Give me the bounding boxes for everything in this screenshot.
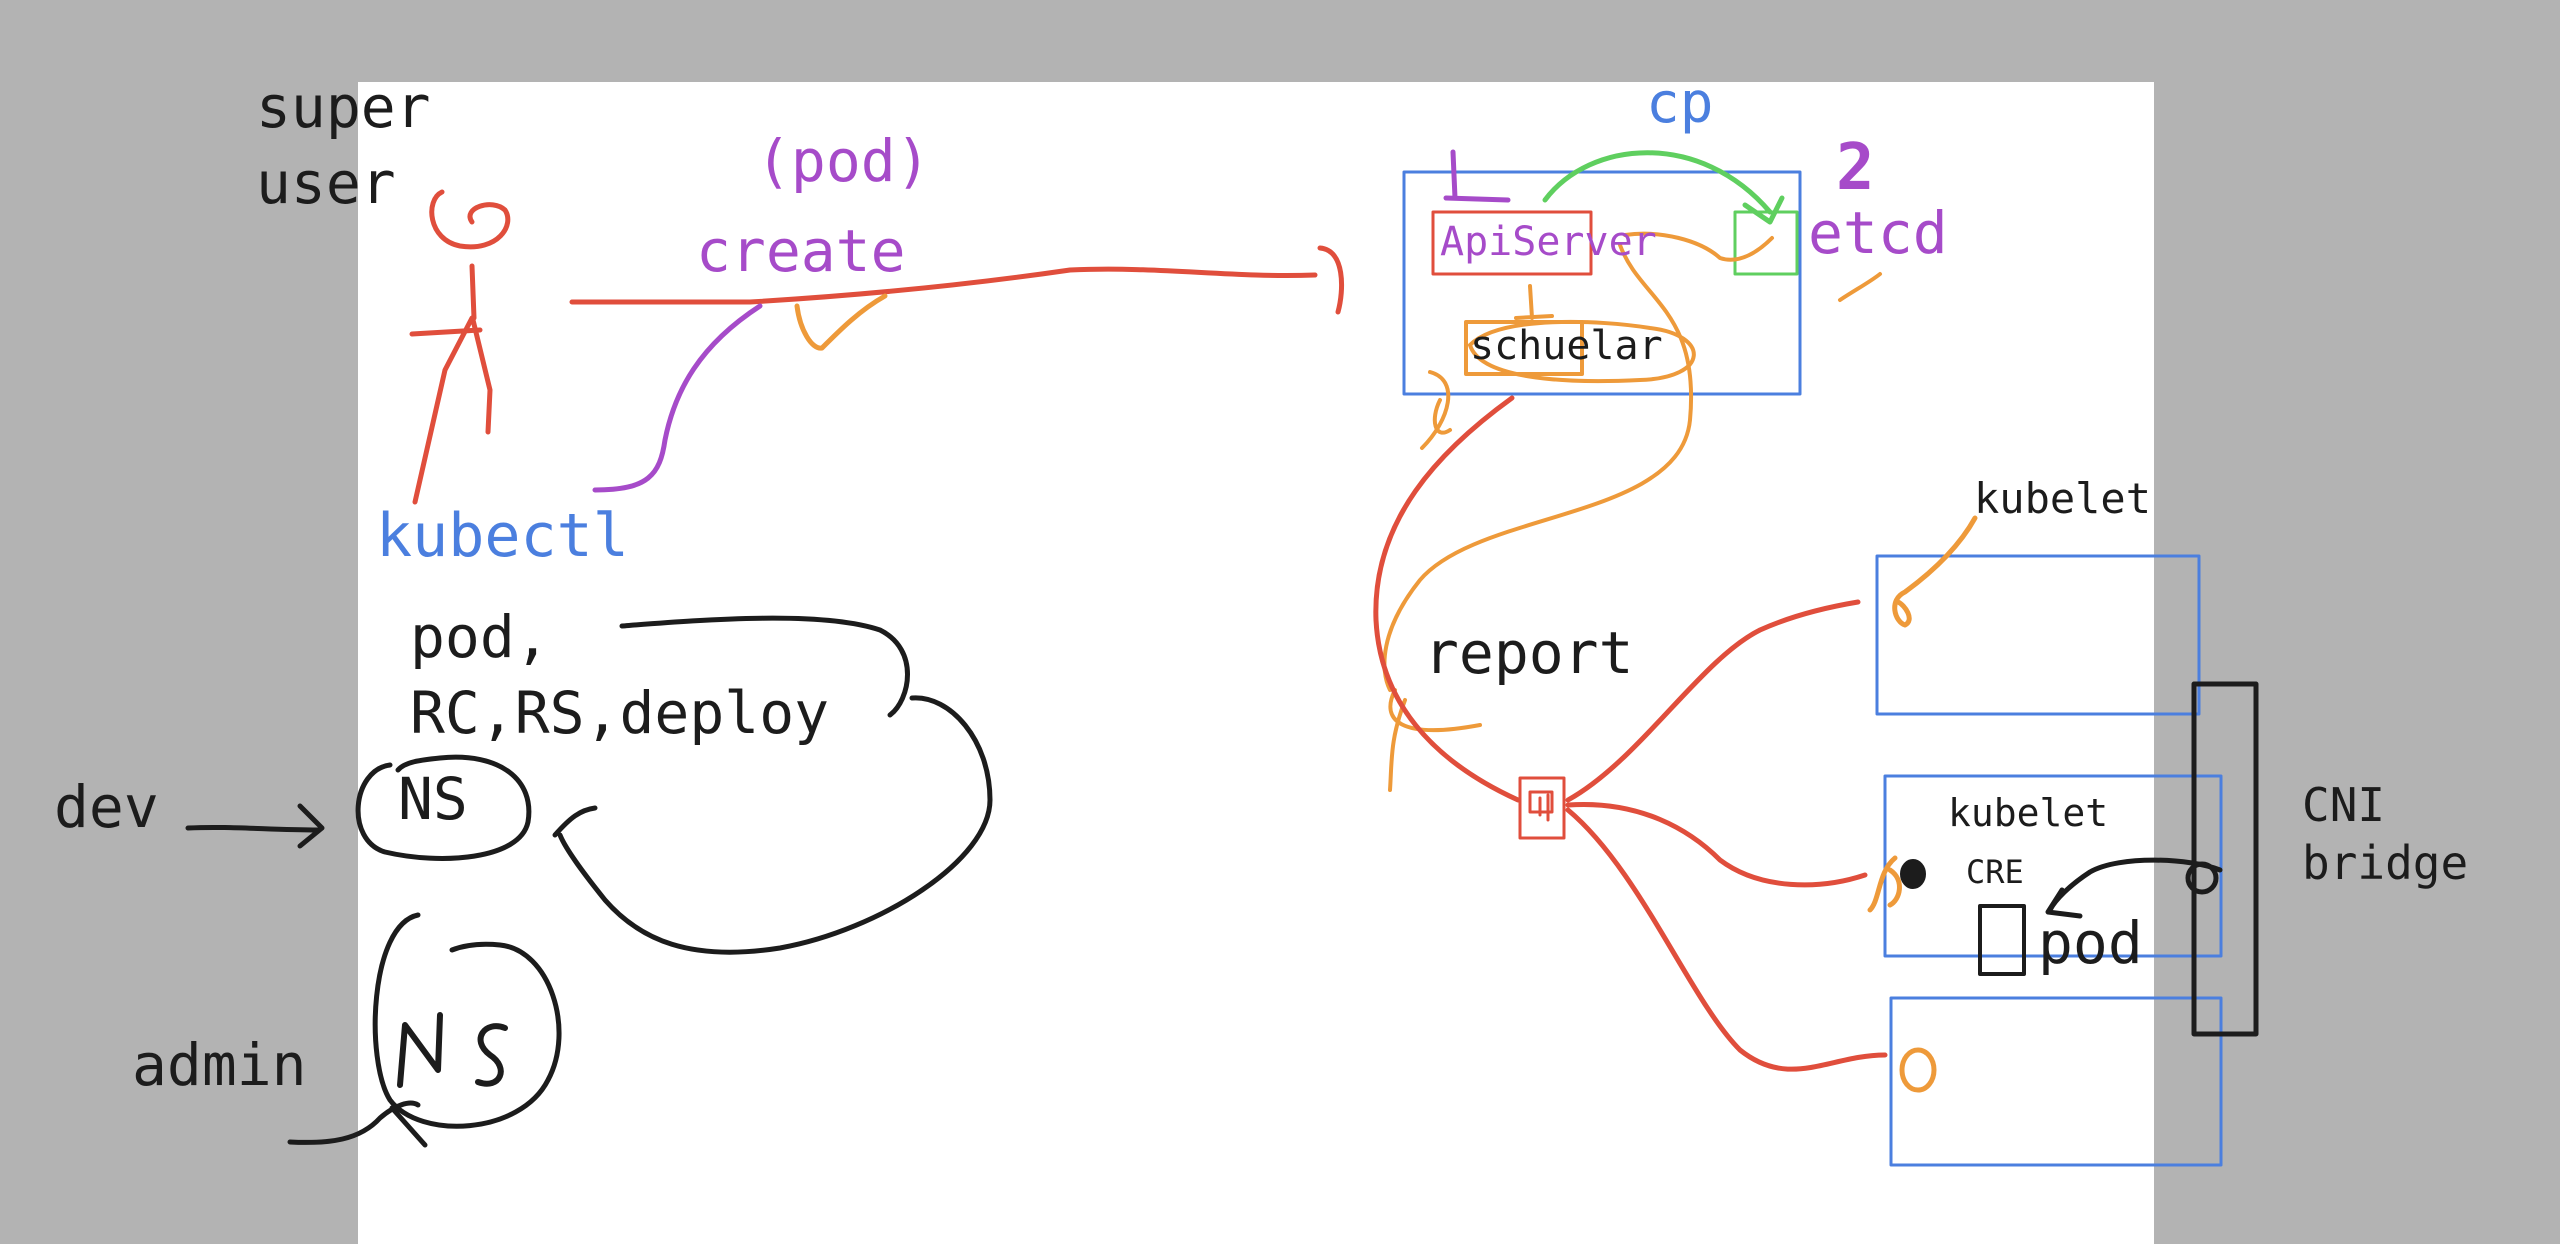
- etcd-box: [1733, 210, 1799, 276]
- resources-loop-arrow: [557, 615, 993, 955]
- admin-label: admin: [132, 1031, 307, 1099]
- hub-to-kubelet-3: [1565, 807, 1888, 1072]
- worker-node-1: [1875, 554, 2201, 716]
- kubectl-link: [592, 303, 763, 493]
- control-plane-box: [1402, 170, 1802, 396]
- ns-bottom-circle: [372, 912, 562, 1129]
- scheduler-loops: [1382, 231, 1882, 792]
- cni-bridge-label-line1: CNI: [2302, 778, 2386, 832]
- scheduler-label: schuelar: [1470, 323, 1663, 369]
- api-server-box: [1431, 210, 1593, 276]
- hub-to-kubelet-2: [1565, 801, 1868, 888]
- worker-node-2: [1883, 774, 2223, 958]
- kubelet-marker-2: [1867, 855, 1902, 913]
- kubelet-marker-3: [1899, 1047, 1937, 1093]
- etcd-arrow-head: [1742, 195, 1785, 225]
- kubelet-mid-label: kubelet: [1948, 791, 2109, 835]
- super-user-label-line1: super: [256, 73, 431, 141]
- create-label: create: [696, 217, 906, 285]
- resources-label-line2: RC,RS,deploy: [410, 679, 830, 747]
- pod-label: pod: [2038, 909, 2143, 977]
- dev-label: dev: [54, 773, 159, 841]
- super-user-label-line2: user: [256, 149, 396, 217]
- orange-tick: [794, 293, 888, 351]
- worker-node-3: [1889, 996, 2223, 1167]
- cre-dot-icon: [1900, 859, 1926, 889]
- dev-arrow: [185, 803, 325, 849]
- ns-top-circle: [355, 754, 532, 861]
- resources-label-line1: pod,: [410, 603, 550, 671]
- report-label: report: [1424, 619, 1634, 687]
- hub-to-kubelet-1: [1565, 599, 1861, 803]
- ns-top-label: NS: [398, 765, 468, 833]
- step-two-label: 2: [1836, 131, 1875, 205]
- loop-arrow-head: [552, 805, 598, 838]
- cni-bridge-bar: [2191, 681, 2259, 1037]
- bridge-arrow-head: [2045, 887, 2083, 919]
- cp-label: cp: [1646, 71, 1714, 136]
- create-arrow-head: [1317, 245, 1344, 315]
- kubelet-top-label: kubelet: [1974, 474, 2152, 523]
- step-one-underline: [1443, 149, 1511, 203]
- pod-paren-label: (pod): [756, 127, 931, 195]
- create-request-arrow: [569, 266, 1318, 305]
- cre-label: CRE: [1966, 853, 2024, 891]
- kubelet-marker-1: [1892, 515, 1978, 628]
- bridge-dot-icon: [2185, 861, 2219, 895]
- pod-box: [1978, 904, 2026, 976]
- cni-bridge-label-line2: bridge: [2302, 836, 2469, 890]
- scheduler-report-link: [1373, 395, 1521, 803]
- api-server-label: ApiServer: [1440, 219, 1657, 265]
- apiserver-to-etcd-arc: [1542, 150, 1773, 215]
- report-hub-icon: [1518, 776, 1566, 840]
- etcd-label: etcd: [1808, 199, 1948, 267]
- admin-arrow: [287, 1100, 428, 1148]
- kubectl-label: kubectl: [376, 501, 629, 571]
- stick-figure-icon: [409, 189, 511, 505]
- ns-bottom-glyph: [397, 1012, 508, 1088]
